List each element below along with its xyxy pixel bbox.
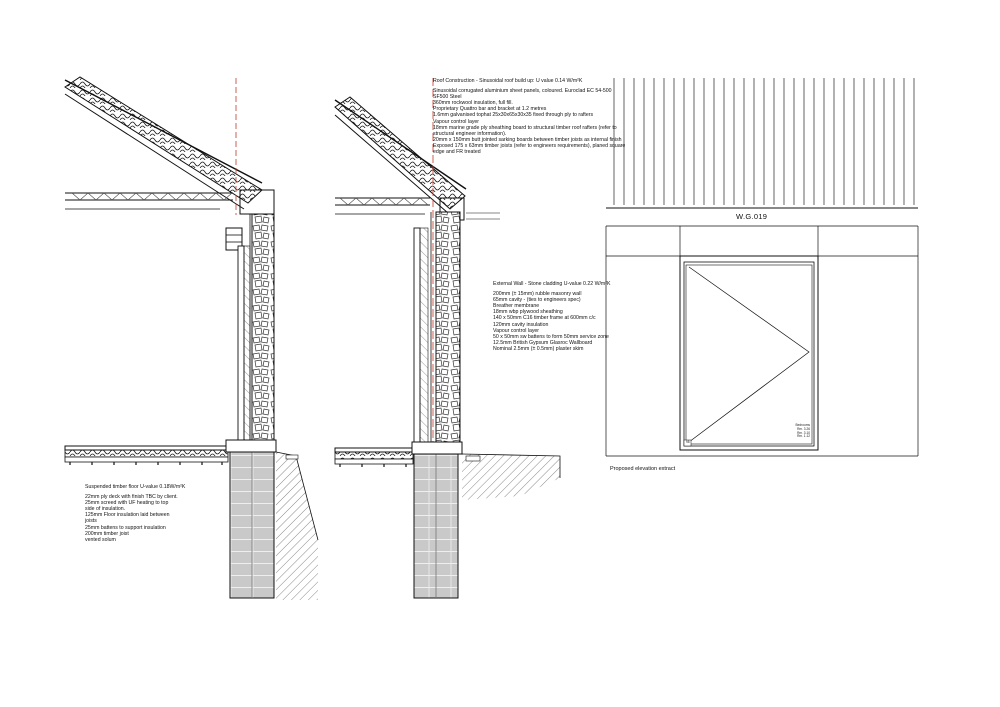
wall-note-line: 12.5mm British Gypsum Glasroc Wallboard bbox=[493, 339, 593, 346]
floor-note-heading: Suspended timber floor U-value 0.18W/m²K bbox=[85, 484, 186, 490]
wall-note-line: Breather membrane bbox=[493, 303, 540, 310]
section-detail-middle bbox=[334, 78, 561, 599]
roof-note-line: Proprietary Quattro bar and bracket at 1… bbox=[433, 106, 547, 113]
wall-note-line: Vapour control layer bbox=[493, 327, 540, 334]
floor-buildup-left bbox=[64, 445, 229, 465]
elevation-caption: Proposed elevation extract bbox=[610, 466, 676, 472]
floor-note-line: side of insulation. bbox=[85, 506, 126, 513]
roof-note-heading: Roof Construction - Sinusoidal roof buil… bbox=[433, 78, 583, 84]
ceiling-truss-middle bbox=[335, 197, 430, 215]
floor-note-line: 125mm Floor insulation laid between bbox=[85, 512, 170, 519]
window-note-line: Rm. 3.26 bbox=[797, 426, 810, 431]
external-wall-middle bbox=[413, 211, 461, 445]
wall-note-line: 120mm cavity insulation bbox=[493, 321, 549, 328]
roof-note-line: Sinusoidal corrugated aluminium sheet pa… bbox=[433, 88, 612, 95]
roof-note-line: structural engineer information). bbox=[433, 130, 507, 137]
ground-hatch-left bbox=[275, 451, 319, 600]
window-w-g-019 bbox=[679, 255, 819, 451]
window-note-line: Bedrooms bbox=[795, 423, 810, 427]
roof-sheet-line-left bbox=[64, 79, 263, 184]
elevation-extract bbox=[605, 78, 919, 457]
window-opening-indicator bbox=[688, 266, 810, 443]
wall-note-line: 65mm cavity - (ties to engineers spec) bbox=[493, 297, 581, 304]
suspended-floor-note: Suspended timber floor U-value 0.18W/m²K… bbox=[85, 484, 195, 543]
window-note-line: Rm. 1.12 bbox=[797, 434, 810, 439]
floor-note-line: vented solum bbox=[85, 536, 116, 543]
roof-note-line: 360mm rockwool insulation, full fill. bbox=[433, 100, 513, 107]
section-detail-left bbox=[64, 76, 319, 600]
external-wall-left bbox=[237, 213, 275, 445]
wall-note-line: Nominal 2.5mm (± 0.5mm) plaster skim bbox=[493, 345, 584, 352]
floor-note-line: joists bbox=[85, 518, 97, 525]
floor-note-line: 25mm screed with UF heating to top bbox=[85, 500, 169, 507]
window-notes: Bedrooms Rm. 3.26 Rm. 3.10 Rm. 1.12 bbox=[786, 423, 810, 439]
roof-note-line: 1.6mm galvanised tophat 25x30x65x30x35 f… bbox=[433, 112, 594, 119]
external-wall-note: External Wall - Stone cladding U-value 0… bbox=[493, 281, 653, 352]
floor-note-line: 25mm battens to support insulation bbox=[85, 524, 166, 531]
wall-note-line: 200mm (± 15mm) rubble masonry wall bbox=[493, 291, 582, 298]
floor-buildup-middle bbox=[334, 447, 414, 467]
floor-note-line: 200mm timber joist bbox=[85, 530, 129, 537]
window-corner-mark: 98 bbox=[686, 440, 690, 444]
floor-note-line: 22mm ply deck with finish TBC by client. bbox=[85, 494, 178, 501]
wall-note-line: 140 x 50mm C16 timber frame at 600mm c/c bbox=[493, 315, 596, 322]
window-note-line: Rm. 3.10 bbox=[797, 430, 810, 435]
ground-hatch-middle bbox=[461, 453, 561, 500]
roof-note-line: Vapour control layer bbox=[433, 118, 480, 125]
roof-note-line: edge and FR treated bbox=[433, 149, 481, 156]
wall-note-line: 50 x 50mm sw battens to form 50mm servic… bbox=[493, 333, 609, 340]
roof-note-line: 20mm x 150mm butt jointed sarking boards… bbox=[433, 136, 622, 143]
roof-note-line: 18mm marine grade ply sheathing board to… bbox=[433, 124, 617, 131]
roof-insulation-middle bbox=[334, 96, 466, 210]
ceiling-truss-left bbox=[65, 192, 233, 210]
cladding-panel bbox=[613, 78, 915, 205]
wall-note-line: 18mm wbp plywood sheathing bbox=[493, 309, 563, 316]
roof-note-line: SF500 Steel bbox=[433, 94, 462, 101]
roof-note-line: Exposed 175 x 63mm timber joists (refer … bbox=[433, 142, 626, 149]
window-tag: W.G.019 bbox=[736, 212, 768, 221]
wall-note-heading: External Wall - Stone cladding U-value 0… bbox=[493, 281, 611, 287]
roof-construction-note: Roof Construction - Sinusoidal roof buil… bbox=[433, 78, 633, 155]
